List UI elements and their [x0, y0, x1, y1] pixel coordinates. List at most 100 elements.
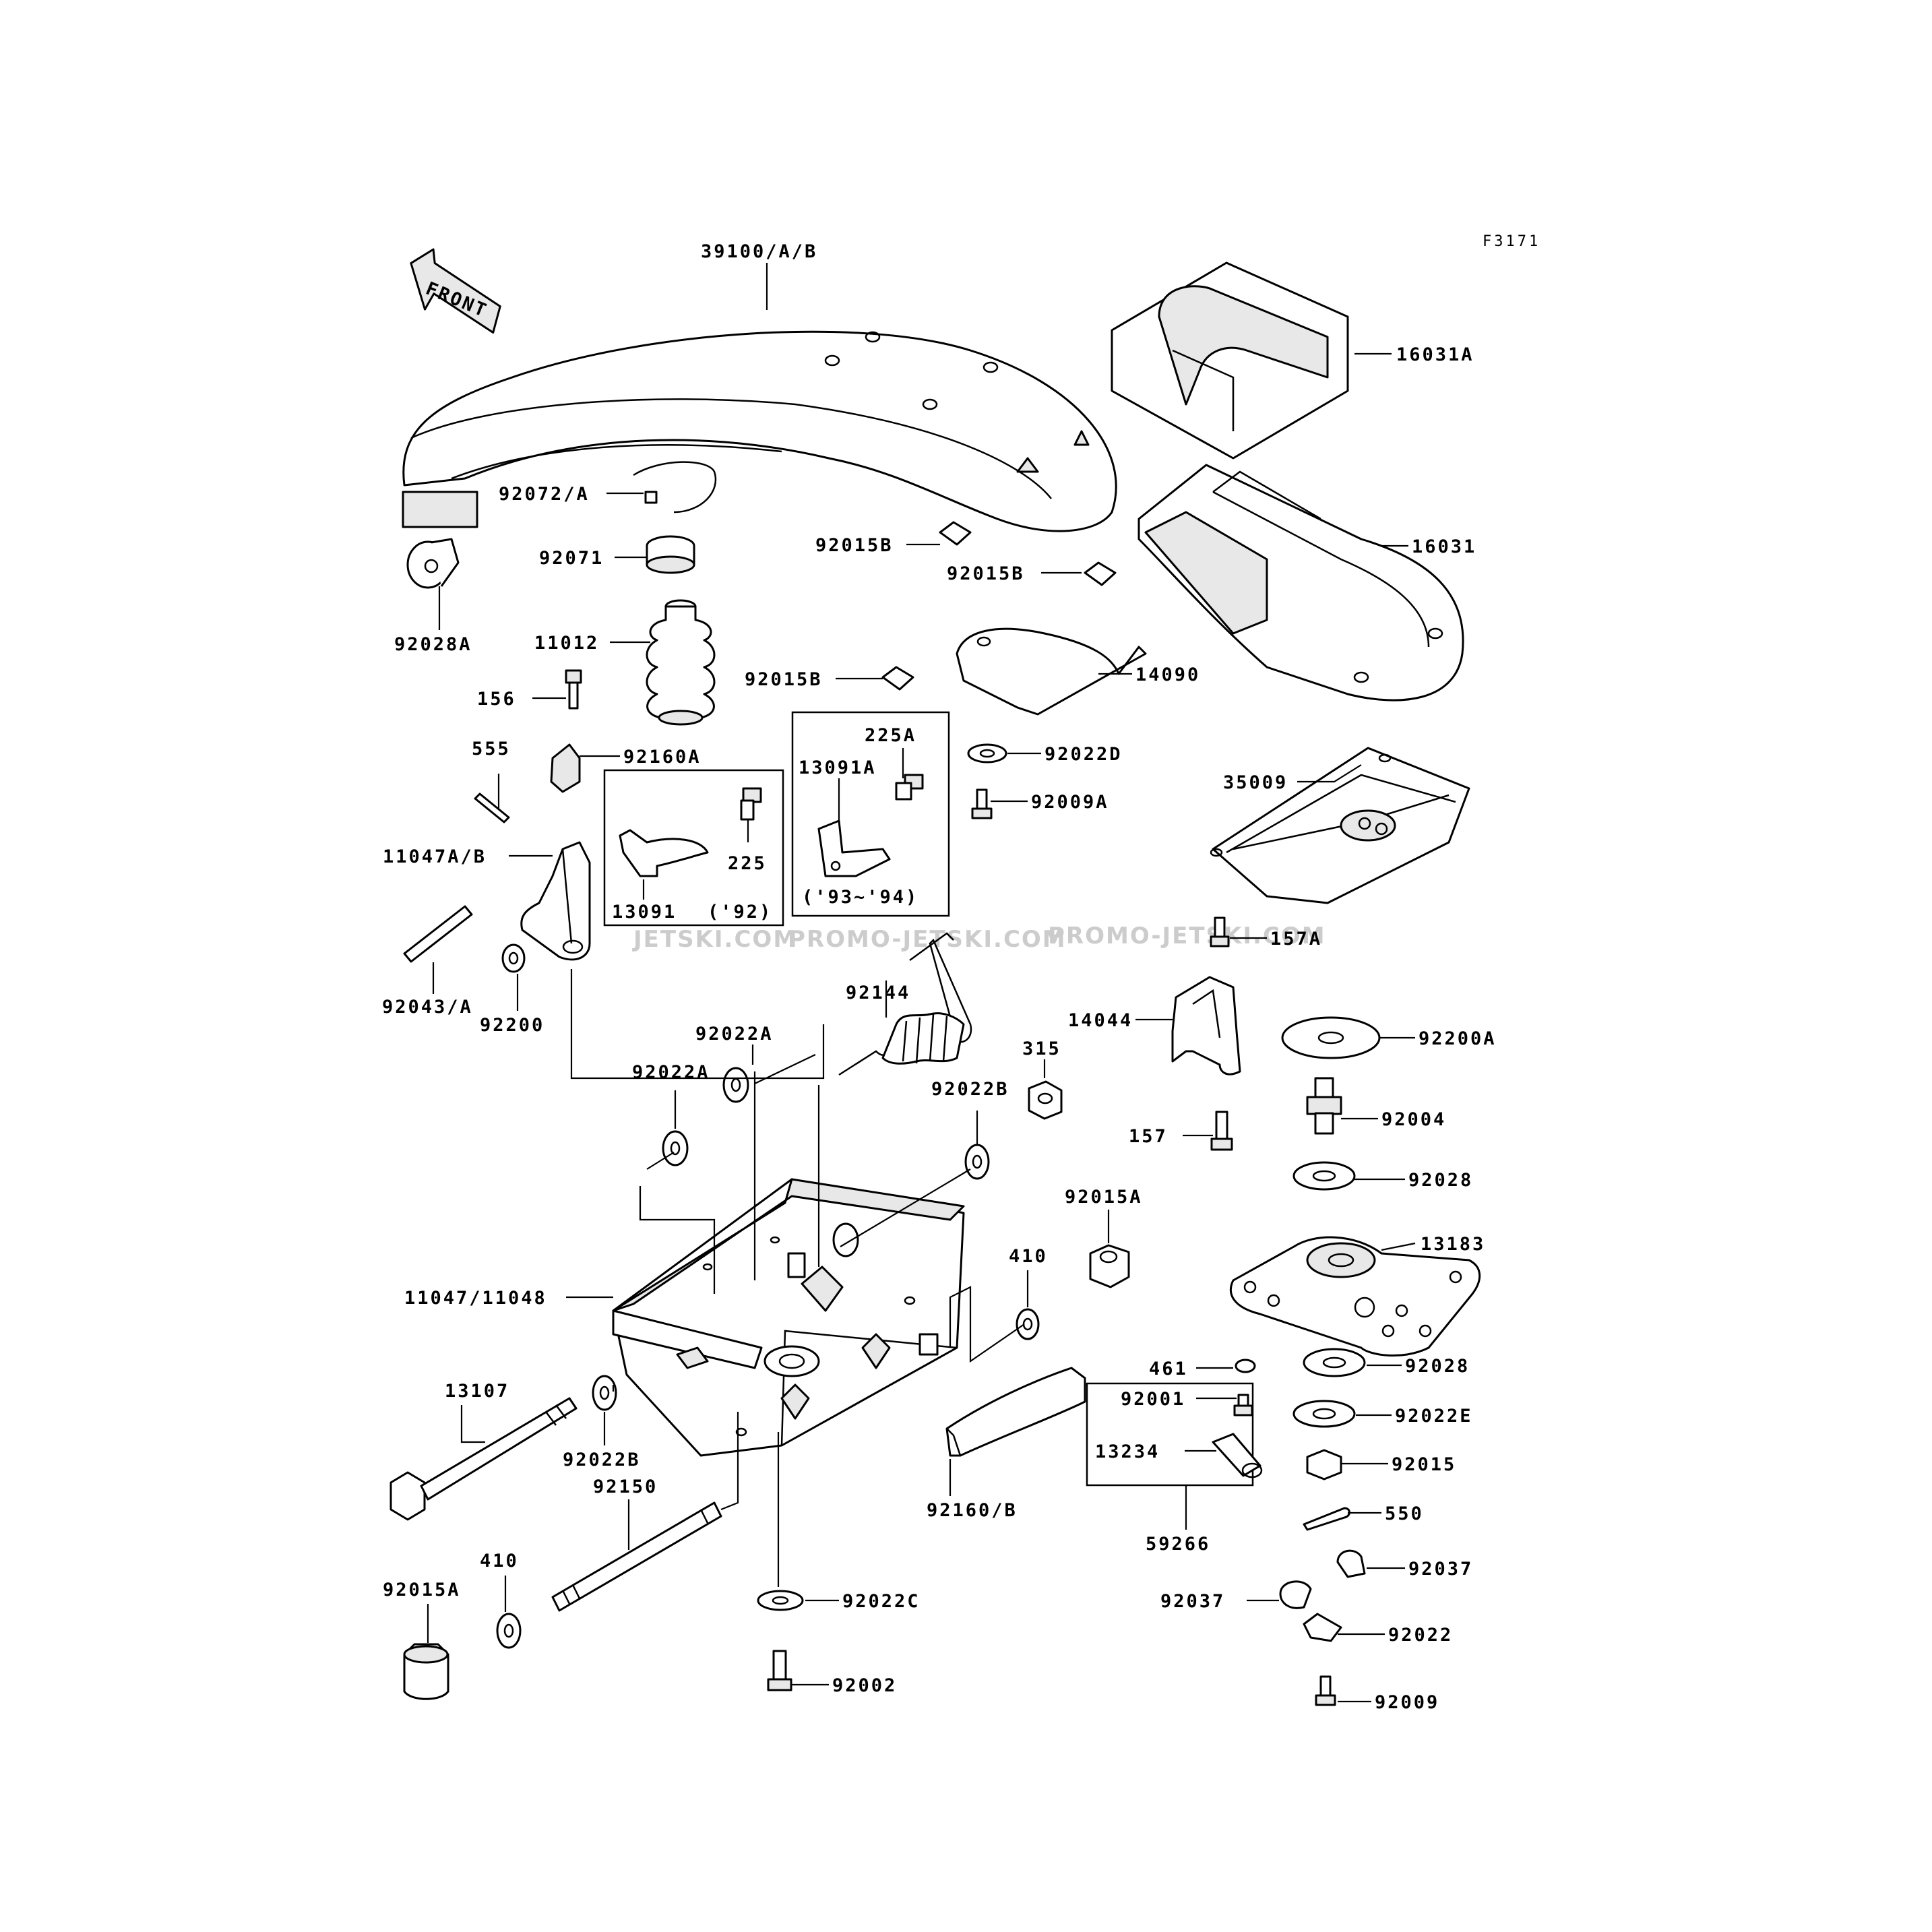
label-92015a-2: 92015A	[383, 1580, 461, 1600]
washer-92200-part	[501, 943, 526, 973]
label-14044: 14044	[1068, 1010, 1133, 1031]
pin-92150-part	[551, 1501, 722, 1612]
label-16031: 16031	[1412, 536, 1476, 557]
washer-92028-2-part	[1303, 1348, 1366, 1377]
cover-16031-part	[1138, 464, 1464, 702]
label-92015: 92015	[1392, 1454, 1456, 1475]
variant-9394-box	[791, 711, 950, 917]
label-13107: 13107	[445, 1381, 509, 1402]
label-92022e: 92022E	[1395, 1406, 1473, 1427]
bracket-14044-part	[1171, 976, 1241, 1076]
label-92022d: 92022D	[1045, 744, 1123, 765]
label-39100: 39100/A/B	[701, 241, 817, 262]
clamp-92037-1-part	[1336, 1549, 1366, 1578]
label-13183: 13183	[1421, 1234, 1485, 1255]
bolt-157a-part	[1210, 916, 1230, 947]
nut-92015a-2-part	[403, 1643, 449, 1700]
label-92037-1: 92037	[1408, 1559, 1473, 1580]
nut-92015-part	[1306, 1449, 1342, 1481]
label-92: ('92)	[708, 902, 772, 923]
plate-13183-part	[1229, 1236, 1481, 1357]
label-16031a: 16031A	[1396, 344, 1474, 365]
label-92160b: 92160/B	[927, 1500, 1018, 1521]
label-92022c: 92022C	[842, 1591, 921, 1612]
label-92015b-2: 92015B	[947, 563, 1025, 584]
bracket-13091a-part	[817, 819, 891, 877]
label-35009: 35009	[1223, 772, 1288, 793]
label-92028a: 92028A	[394, 634, 472, 655]
label-315: 315	[1022, 1038, 1061, 1059]
washer-92022b-2-part	[592, 1375, 617, 1411]
screw-225-part	[740, 787, 762, 821]
label-92015a-1: 92015A	[1065, 1187, 1143, 1208]
washer-92022a-1-part	[722, 1067, 749, 1103]
screw-92009a-part	[971, 788, 993, 819]
label-410-1: 410	[1009, 1246, 1048, 1267]
label-11047ab: 11047A/B	[383, 846, 487, 867]
clamp-92037-2-part	[1279, 1580, 1312, 1609]
label-92022: 92022	[1388, 1625, 1453, 1646]
label-225a: 225A	[865, 725, 916, 746]
bolt-13107-part	[389, 1397, 578, 1521]
label-9394: ('93~'94)	[802, 887, 918, 908]
plate-14090-part	[956, 627, 1147, 716]
boot-11012-part	[646, 599, 716, 726]
label-461: 461	[1149, 1359, 1188, 1379]
label-156: 156	[477, 689, 516, 710]
label-92028-1: 92028	[1408, 1170, 1473, 1191]
screw-225a-part	[895, 774, 924, 801]
washer-92200a-part	[1281, 1016, 1381, 1059]
kit-59266-box	[1086, 1382, 1254, 1487]
screw-92009-part	[1315, 1675, 1336, 1706]
leader-lines	[427, 263, 1416, 1703]
front-arrow-icon: FRONT	[410, 248, 501, 334]
label-92002: 92002	[832, 1675, 897, 1696]
bolt-157-part	[1210, 1111, 1233, 1151]
label-59266: 59266	[1146, 1534, 1210, 1555]
label-225: 225	[728, 853, 767, 874]
bracket-11047-11048-part	[612, 1178, 965, 1457]
clip-92015b-2-part	[1084, 561, 1117, 586]
label-92009: 92009	[1375, 1692, 1439, 1713]
stud-92004-part	[1306, 1077, 1342, 1135]
bolt-156-part	[565, 669, 582, 710]
clip-92015b-3-part	[881, 666, 914, 691]
figure-code: F3171	[1483, 233, 1540, 250]
screw-92001-part	[1233, 1394, 1253, 1416]
label-92160a: 92160A	[623, 747, 702, 768]
label-92022a-2: 92022A	[632, 1062, 710, 1083]
watermark-2: PROMO-JETSKI.COM	[788, 926, 1067, 953]
label-92071: 92071	[539, 548, 604, 569]
washer-92022b-1-part	[964, 1144, 990, 1180]
pin-555-part	[474, 792, 510, 823]
label-14090: 14090	[1135, 664, 1200, 685]
seat-part	[402, 330, 1117, 532]
washer-92022c-part	[757, 1590, 804, 1611]
label-92015b-3: 92015B	[745, 669, 823, 690]
nut-92015a-1-part	[1089, 1244, 1130, 1288]
label-92200a: 92200A	[1419, 1028, 1497, 1049]
label-550: 550	[1385, 1503, 1424, 1524]
label-92022a-1: 92022A	[695, 1024, 774, 1045]
variant-92-box	[603, 769, 784, 927]
clip-92022-part	[1303, 1613, 1342, 1642]
bracket-13091-part	[619, 829, 709, 877]
label-92022b-2: 92022B	[563, 1450, 641, 1470]
label-410-2: 410	[480, 1551, 519, 1571]
bolt-92002-part	[767, 1650, 792, 1691]
plate-35009-part	[1210, 747, 1470, 904]
label-13091: 13091	[612, 902, 677, 923]
label-92009a: 92009A	[1031, 792, 1109, 813]
stopper-92160a-part	[550, 743, 581, 793]
label-555: 555	[472, 739, 511, 759]
cap-92071-part	[646, 535, 695, 574]
watermark-3: PROMO-JETSKI.COM	[1048, 923, 1326, 949]
fitting-13234-part	[1212, 1433, 1263, 1478]
label-11012: 11012	[534, 633, 599, 654]
label-92200: 92200	[480, 1015, 544, 1036]
label-92072: 92072/A	[499, 484, 590, 505]
pin-92043a-part	[403, 905, 473, 963]
cotter-pin-550-part	[1303, 1507, 1350, 1531]
label-92004: 92004	[1381, 1109, 1446, 1130]
